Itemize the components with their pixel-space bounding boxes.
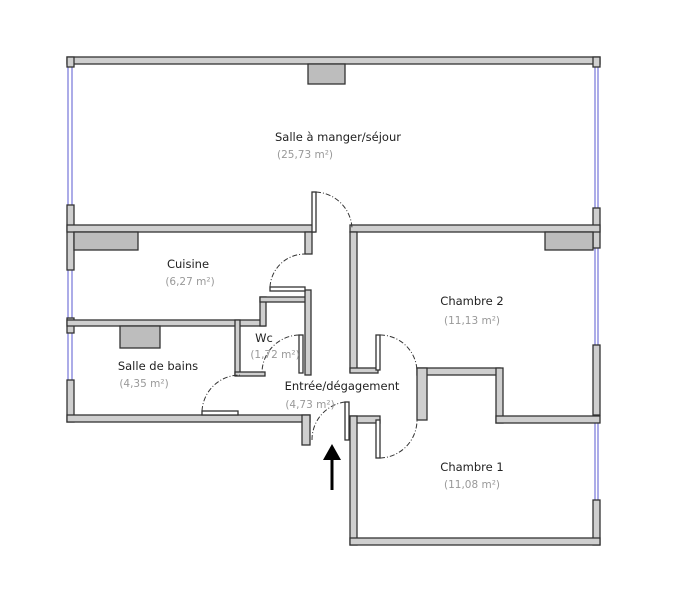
room-name-wc: Wc [255, 331, 273, 345]
door-living [311, 191, 317, 233]
room-name-bathroom: Salle de bains [118, 359, 198, 373]
door-kitchen [269, 286, 306, 292]
door-entrance [344, 401, 350, 441]
entrance-arrow-icon [323, 444, 341, 490]
room-area-bedroom-2: (11,13 m²) [444, 315, 500, 327]
room-area-bathroom: (4,35 m²) [119, 378, 168, 390]
room-area-kitchen: (6,27 m²) [165, 276, 214, 288]
door-wc [298, 334, 304, 374]
door-bedroom-1 [375, 419, 381, 459]
radiator-kitchen [73, 231, 139, 251]
radiators [73, 63, 594, 349]
room-name-bedroom-1: Chambre 1 [440, 460, 503, 474]
room-name-living: Salle à manger/séjour [275, 130, 401, 144]
radiator-bathroom [119, 325, 161, 349]
windows [67, 64, 599, 500]
room-name-entrance: Entrée/dégagement [285, 379, 400, 393]
room-area-living: (25,73 m²) [277, 149, 333, 161]
room-area-wc: (1,72 m²) [250, 349, 299, 361]
room-area-entrance: (4,73 m²) [285, 399, 334, 411]
radiator-bedroom-2 [544, 231, 594, 251]
room-name-bedroom-2: Chambre 2 [440, 294, 503, 308]
door-bedroom-2 [375, 334, 381, 371]
radiator-living [307, 63, 346, 85]
room-area-bedroom-1: (11,08 m²) [444, 479, 500, 491]
doors [201, 191, 418, 459]
room-name-kitchen: Cuisine [167, 257, 209, 271]
door-bathroom [201, 410, 239, 416]
